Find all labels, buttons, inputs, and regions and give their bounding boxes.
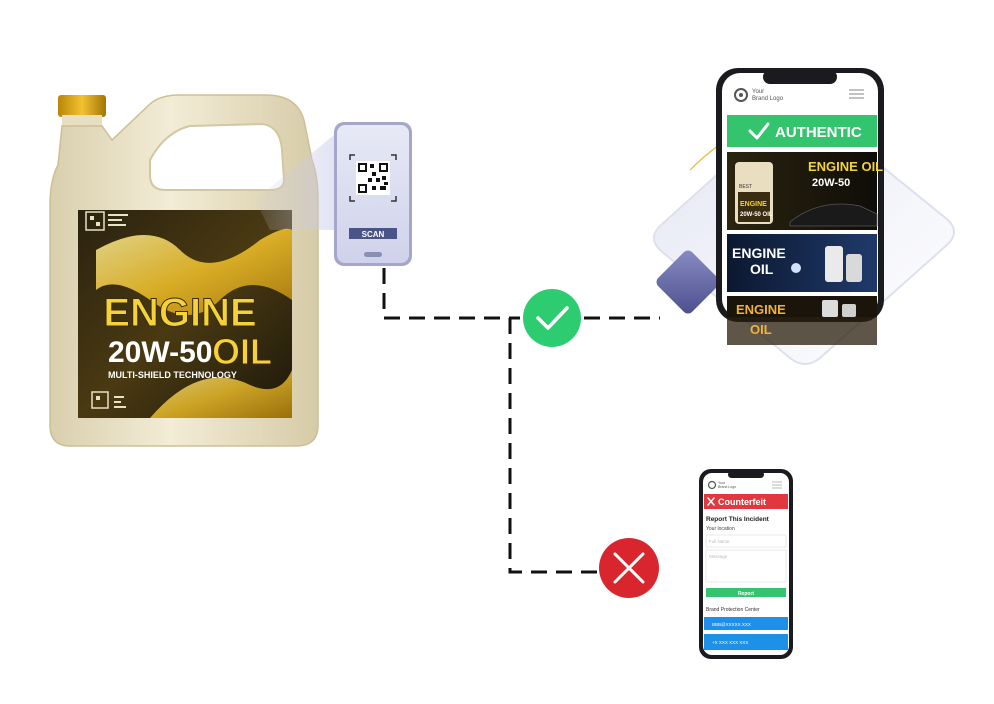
cf-brand-logo-icon	[707, 480, 717, 490]
phone-row[interactable]	[704, 634, 788, 650]
counterfeit-x-badge	[599, 538, 659, 598]
scanner-phone: SCAN	[334, 122, 412, 266]
banner2-title: ENGINE	[732, 245, 786, 261]
brand-logo-line1: Your	[752, 89, 764, 95]
banner1-subtitle: 20W-50	[812, 177, 850, 189]
jug-tagline-text: MULTI-SHIELD TECHNOLOGY	[108, 370, 237, 380]
brand-logo-icon	[734, 88, 748, 102]
junction-to-counterfeit-line	[508, 318, 598, 574]
label-barcode-icon	[91, 391, 126, 409]
engine-oil-jug: ENGINE 20W-50 OIL MULTI-SHIELD TECHNOLOG…	[49, 94, 319, 447]
brand-protection-label: Brand Protection Center	[706, 607, 760, 613]
qr-code-icon	[349, 154, 397, 202]
counterfeit-x-icon	[707, 497, 715, 506]
scan-beam	[255, 130, 340, 230]
authentic-check-icon	[748, 122, 770, 140]
scan-to-junction-line	[382, 268, 520, 320]
counterfeit-result-phone: Your Brand Logo Counterfeit Report This …	[699, 469, 793, 659]
full-name-placeholder: Full Name	[709, 539, 730, 544]
cf-logo-line2: Brand Logo	[718, 485, 736, 489]
label-qr-code-icon	[85, 211, 128, 231]
banner1-bottle-brand: ENGINE	[740, 201, 767, 208]
email-row-text: BBB@XXXXX.XXX	[712, 622, 751, 627]
banner2-subtitle: OIL	[750, 261, 774, 277]
location-label: Your location	[706, 526, 735, 532]
report-button-label: Report	[738, 591, 754, 597]
jug-product-text: OIL	[212, 331, 272, 372]
banner1-bottle-grade: 20W-50 OIL	[740, 212, 773, 218]
banner3-title: ENGINE	[736, 302, 786, 317]
jug-brand-text: ENGINE	[103, 291, 256, 335]
brand-logo-line2: Brand Logo	[752, 96, 784, 102]
decor-cube	[656, 250, 720, 314]
jug-cap	[58, 95, 106, 117]
phone-row-text: +X XXX XXX XXX	[712, 640, 748, 645]
full-name-field[interactable]	[705, 534, 787, 548]
message-field[interactable]	[705, 549, 787, 583]
menu-icon[interactable]	[849, 89, 864, 99]
product-banner-3[interactable]	[727, 296, 877, 317]
oil-splash-graphic	[96, 228, 292, 315]
flow-lines	[382, 268, 660, 574]
jug-grade-text: 20W-50	[108, 336, 212, 369]
home-indicator	[364, 252, 382, 257]
message-placeholder: Message	[709, 554, 728, 559]
scan-button[interactable]	[349, 228, 397, 239]
counterfeit-status-bar	[704, 494, 788, 509]
counterfeit-status-label: Counterfeit	[718, 497, 766, 507]
report-button[interactable]	[706, 588, 786, 597]
cf-logo-line1: Your	[718, 481, 726, 485]
authentic-result-phone: Your Brand Logo AUTHENTIC BEST ENGINE 20…	[653, 68, 955, 365]
email-row[interactable]	[704, 617, 788, 630]
cf-menu-icon[interactable]	[772, 481, 782, 489]
scan-button-label: SCAN	[362, 230, 385, 239]
report-form-title: Report This Incident	[706, 516, 770, 523]
x-icon	[613, 552, 645, 584]
banner3-subtitle: OIL	[750, 322, 772, 337]
banner1-title: ENGINE OIL	[808, 159, 883, 174]
check-icon	[536, 306, 569, 330]
authentic-status-label: AUTHENTIC	[775, 124, 862, 141]
banner1-bottle-top: BEST	[739, 184, 752, 190]
authentic-check-badge	[523, 289, 581, 347]
